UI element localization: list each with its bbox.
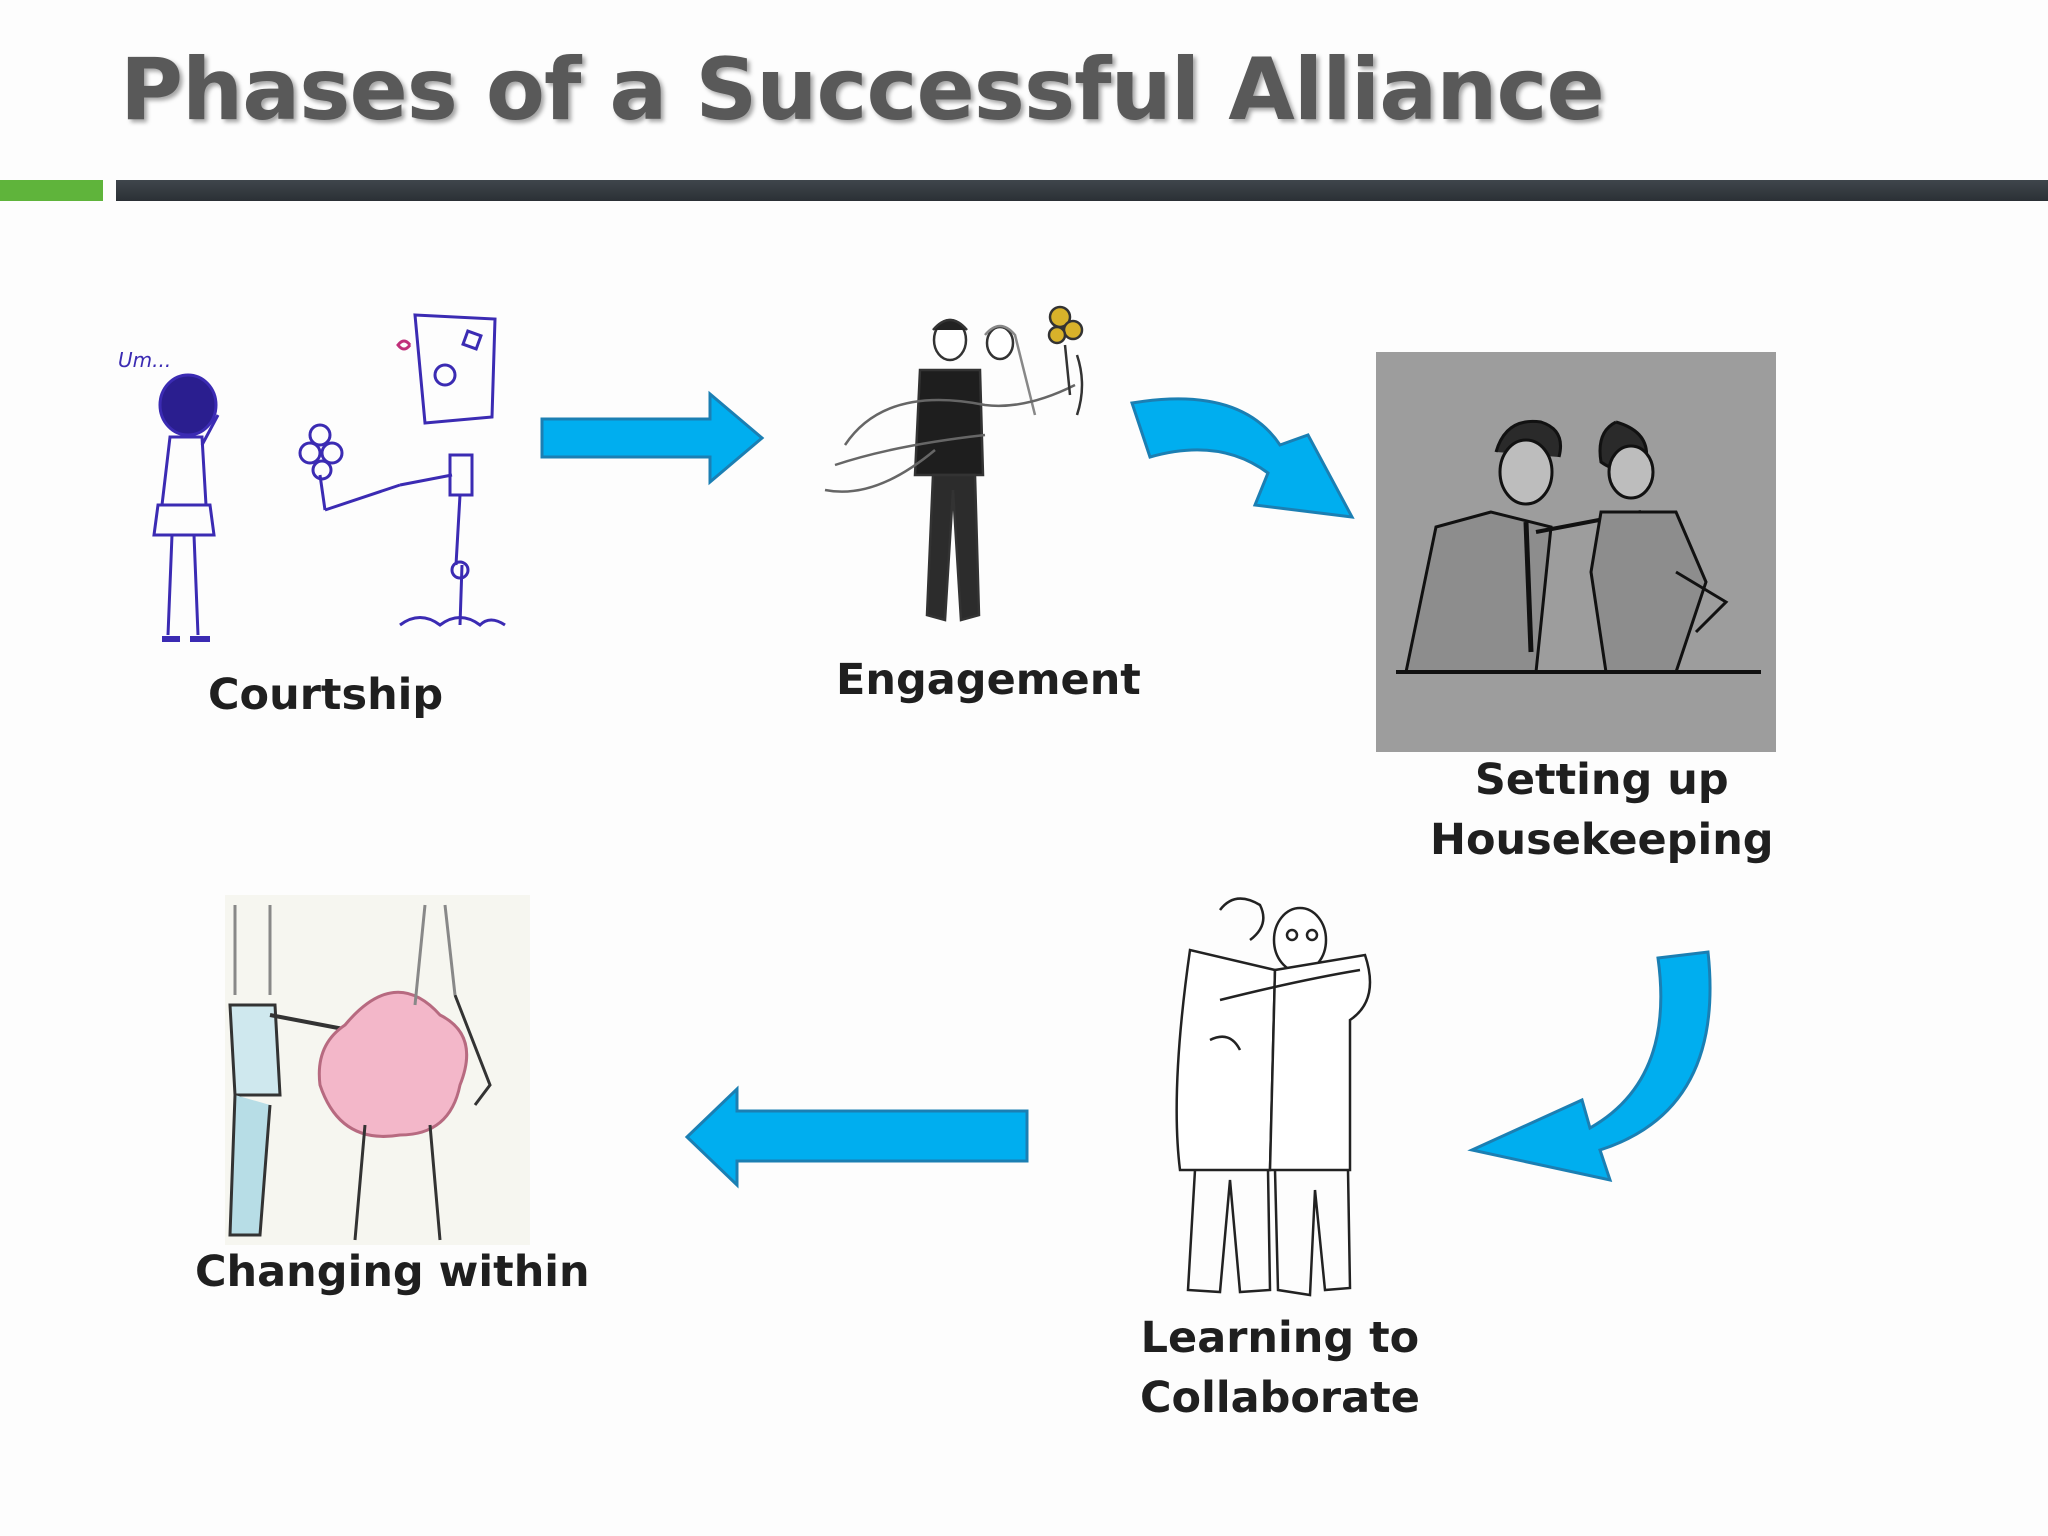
arrow-left-1 <box>684 1085 1029 1189</box>
housekeeping-illustration <box>1376 352 1776 752</box>
title-divider-bar <box>116 180 2048 201</box>
changing-within-illustration <box>225 895 530 1245</box>
label-line: Collaborate <box>1140 1373 1420 1424</box>
label-engagement: Engagement <box>836 655 1141 705</box>
arrow-right-1 <box>540 390 765 486</box>
label-line: Housekeeping <box>1430 815 1774 866</box>
label-setting-up-housekeeping: Setting up Housekeeping <box>1430 750 1774 870</box>
arrow-curved-1 <box>1130 397 1355 519</box>
engagement-illustration <box>824 305 1084 622</box>
label-learning-to-collaborate: Learning to Collaborate <box>1140 1308 1420 1428</box>
label-line: Setting up <box>1474 755 1729 805</box>
collaborate-illustration <box>1175 897 1372 1297</box>
label-line: Learning to <box>1140 1313 1420 1363</box>
label-changing-within: Changing within <box>195 1247 590 1297</box>
arrow-curved-2 <box>1467 950 1712 1183</box>
courtship-speech-text: Um... <box>118 348 171 372</box>
title-accent-bar-green <box>0 180 103 201</box>
label-courtship: Courtship <box>208 670 444 720</box>
slide-title: Phases of a Successful Alliance <box>120 40 1605 140</box>
courtship-illustration: Um... <box>118 313 506 642</box>
